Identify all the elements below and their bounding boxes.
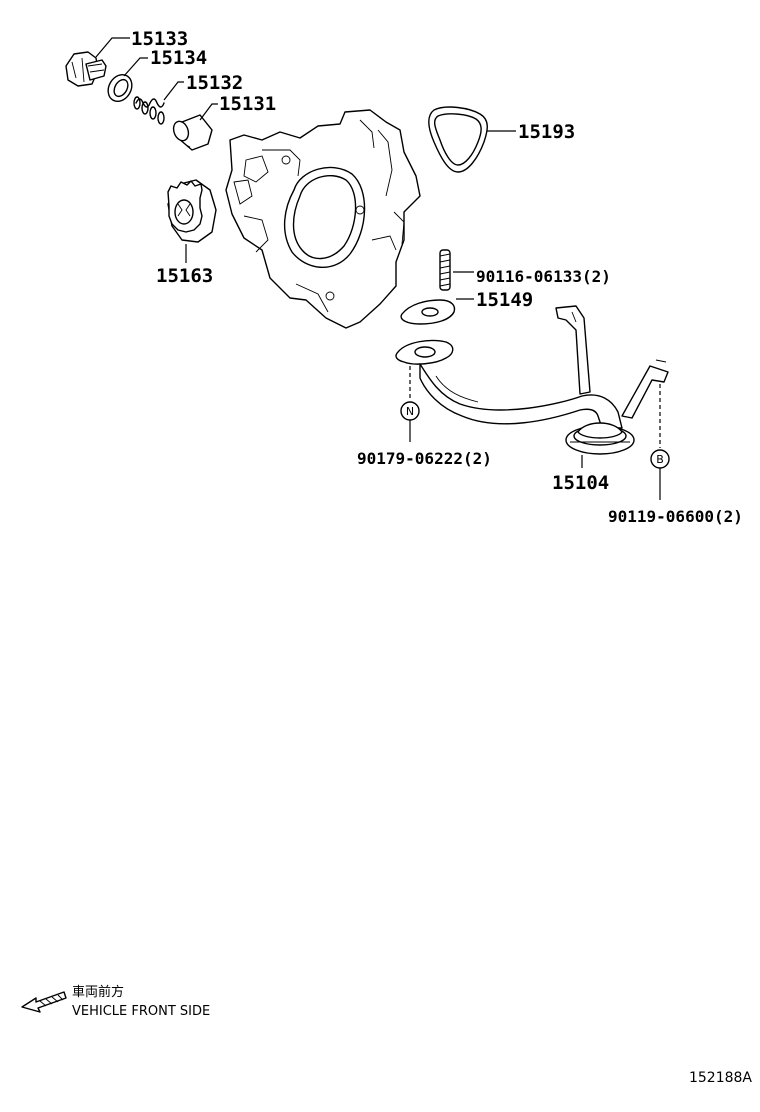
part-label-15133: 15133 <box>131 28 188 50</box>
oil-pump-body-drawing <box>225 109 421 329</box>
part-label-15149: 15149 <box>476 289 533 311</box>
strainer-15104-drawing <box>395 305 669 455</box>
part-label-15131: 15131 <box>219 93 276 115</box>
illustration-number: 152188A <box>689 1070 752 1086</box>
stud-90116-drawing <box>439 249 451 291</box>
gasket-15149-drawing <box>400 299 456 325</box>
part-label-15134: 15134 <box>150 47 207 69</box>
spring-15132-drawing <box>133 96 165 125</box>
part-label-90179: 90179-06222(2) <box>357 449 492 468</box>
part-label-90116: 90116-06133(2) <box>476 267 611 286</box>
plug-15133-drawing <box>65 51 107 87</box>
mark-b-symbol: B <box>656 453 664 466</box>
part-label-15132: 15132 <box>186 72 243 94</box>
part-label-90119: 90119-06600(2) <box>608 507 743 526</box>
part-label-15193: 15193 <box>518 121 575 143</box>
valve-15131-drawing <box>172 114 213 151</box>
vehicle-front-arrow-icon <box>21 991 67 1013</box>
mark-n-symbol: N <box>406 405 414 418</box>
rotor-15163-drawing <box>167 179 217 243</box>
part-label-15104: 15104 <box>552 472 609 494</box>
direction-label-english: VEHICLE FRONT SIDE <box>72 1004 210 1019</box>
oring-15193-drawing <box>428 106 488 173</box>
gasket-15134-drawing <box>107 73 133 103</box>
direction-label-japanese: 車両前方 <box>72 984 124 1000</box>
part-label-15163: 15163 <box>156 265 213 287</box>
